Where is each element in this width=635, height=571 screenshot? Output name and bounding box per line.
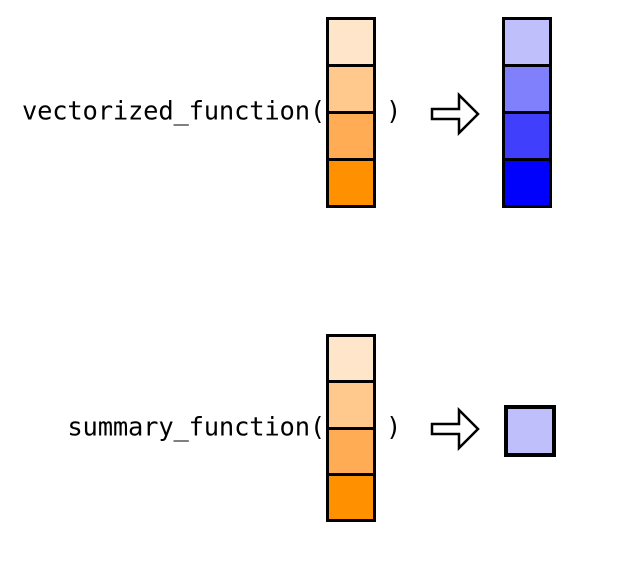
vector-cell xyxy=(505,20,549,64)
vector-cell xyxy=(329,111,373,158)
summary-function-label: summary_function( xyxy=(67,412,325,443)
output-vector-blue xyxy=(502,17,552,208)
close-paren-label: ) xyxy=(386,412,402,443)
vector-cell xyxy=(329,472,373,519)
vector-cell xyxy=(329,158,373,205)
input-vector-orange xyxy=(326,17,376,208)
vector-cell xyxy=(329,426,373,473)
vector-cell xyxy=(329,380,373,427)
vectorized-function-label: vectorized_function( xyxy=(21,96,325,127)
block-arrow-right-icon xyxy=(430,407,480,451)
input-vector-orange xyxy=(326,334,376,522)
vector-cell xyxy=(329,337,373,381)
vector-cell xyxy=(505,158,549,205)
close-paren-label: ) xyxy=(386,96,402,127)
output-scalar-blue xyxy=(504,405,556,457)
vector-cell xyxy=(329,64,373,111)
vector-cell xyxy=(329,20,373,64)
block-arrow-right-icon xyxy=(430,92,480,136)
vector-cell xyxy=(505,111,549,158)
vector-cell xyxy=(505,64,549,111)
